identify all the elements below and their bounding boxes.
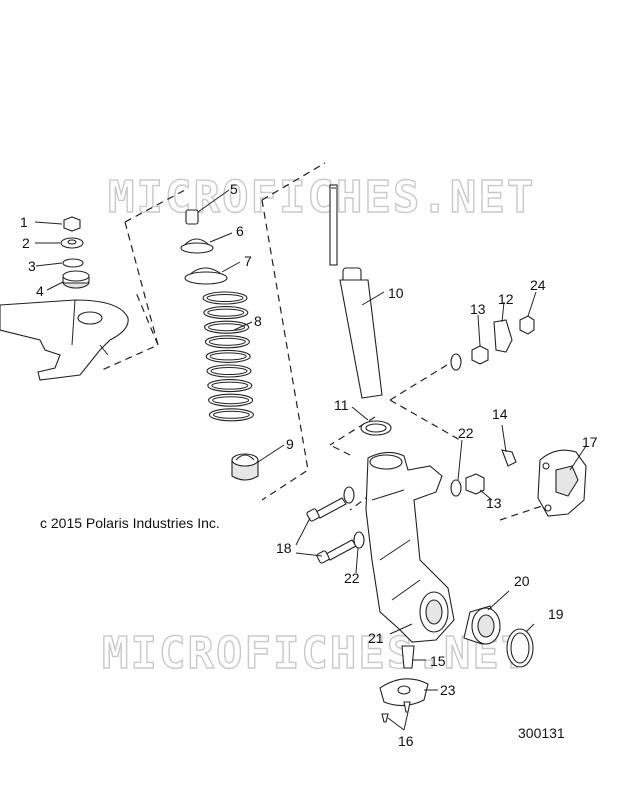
part-10-shock [329, 184, 383, 399]
callout-5: 5 [230, 181, 238, 197]
spring-coil [203, 306, 249, 320]
part-5-nut [185, 209, 199, 225]
callout-7: 7 [244, 253, 252, 269]
spring-coil-inner [207, 308, 245, 317]
part-1-nut [63, 216, 81, 232]
callout-18: 18 [276, 540, 292, 556]
part-12-bracket [493, 319, 513, 353]
part-24-nut [519, 315, 535, 335]
part-8-coil-spring [202, 291, 254, 422]
leader-lines [34, 189, 587, 731]
callout-22-lower: 22 [344, 570, 360, 586]
spring-coil-inner [206, 294, 244, 302]
part-23-plate [379, 678, 429, 707]
callout-22-upper: 22 [458, 425, 474, 441]
part-3-washer [62, 258, 84, 268]
part-4-bushing [62, 270, 90, 289]
spring-coil [207, 379, 253, 393]
part-22-washer-lower [450, 479, 462, 497]
spring-coil-inner [208, 323, 246, 332]
callout-14: 14 [492, 406, 508, 422]
callout-12: 12 [498, 291, 514, 307]
callout-10: 10 [388, 285, 404, 301]
part-21-knuckle [365, 451, 455, 643]
callout-1: 1 [20, 214, 28, 230]
callout-16: 16 [398, 733, 414, 749]
part-22-washer-bolt-upper [343, 486, 355, 504]
spring-coil [208, 408, 254, 422]
part-9-bump-stop [231, 453, 259, 481]
part-2-washer [60, 237, 84, 249]
part-7-seat [184, 267, 228, 285]
callout-3: 3 [28, 258, 36, 274]
dashed-box-spring [261, 162, 326, 501]
spring-coil-inner [212, 410, 250, 419]
callout-13-upper: 13 [470, 301, 486, 317]
part-14-bolt [501, 449, 517, 467]
dashed-box-left [101, 189, 186, 371]
part-19-snap-ring [506, 628, 534, 668]
spring-coil [202, 291, 248, 305]
callout-4: 4 [36, 283, 44, 299]
watermark-bottom: MICROFICHES.NET [102, 628, 529, 679]
part-17-caliper [537, 449, 587, 517]
callout-13-lower: 13 [486, 495, 502, 511]
part-13-nut-lower [465, 473, 485, 495]
callout-2: 2 [22, 235, 30, 251]
part-6-cap [180, 238, 214, 254]
callout-labels: 1 2 3 4 5 6 7 8 9 10 11 12 13 13 14 15 1… [20, 181, 598, 749]
spring-coil-inner [212, 396, 250, 405]
part-18-bolt-upper [306, 497, 347, 522]
part-16-screws [381, 701, 411, 723]
callout-9: 9 [286, 436, 294, 452]
dashed-connectors [329, 359, 561, 521]
callout-20: 20 [514, 573, 530, 589]
watermark-top: MICROFICHES.NET [108, 172, 535, 223]
spring-coil-inner [210, 367, 248, 375]
callout-6: 6 [236, 223, 244, 239]
callout-8: 8 [254, 313, 262, 329]
upper-control-arm [0, 299, 129, 381]
spring-coil [206, 364, 252, 378]
callout-23: 23 [440, 682, 456, 698]
callout-19: 19 [548, 606, 564, 622]
part-18-bolt-lower [316, 539, 357, 564]
spring-coil-inner [208, 337, 246, 346]
callout-24: 24 [530, 277, 546, 293]
spring-coil-inner [209, 352, 247, 361]
figure-number: 300131 [518, 725, 565, 741]
copyright-text: c 2015 Polaris Industries Inc. [40, 515, 220, 531]
part-20-bearing [463, 605, 501, 645]
part-11-ring [360, 420, 392, 436]
spring-coil [205, 349, 251, 363]
callout-15: 15 [430, 653, 446, 669]
spring-coil-inner [211, 381, 249, 390]
part-22-washer-upper [450, 353, 462, 371]
callout-21: 21 [368, 630, 384, 646]
part-22-washer-bolt-lower [353, 531, 365, 549]
callout-17: 17 [582, 434, 598, 450]
part-13-nut-upper [471, 345, 489, 365]
callout-11: 11 [334, 397, 349, 413]
spring-coil [204, 335, 250, 349]
spring-coil [204, 320, 250, 334]
spring-coil [208, 393, 254, 407]
part-15-ball-joint [401, 645, 415, 669]
